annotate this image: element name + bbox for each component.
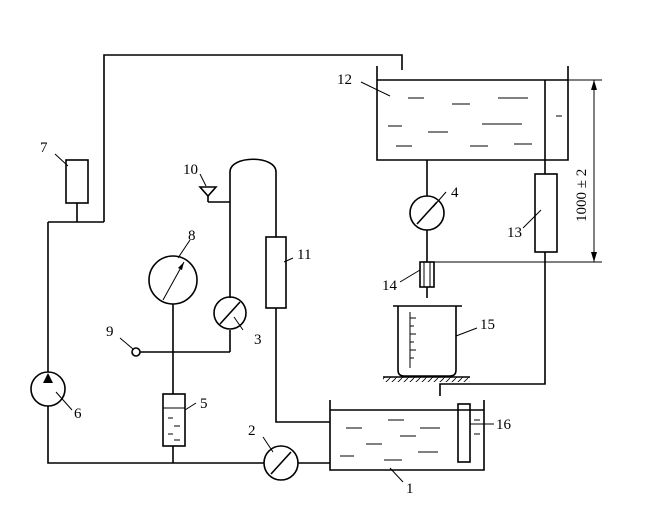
label-12: 12 (337, 72, 352, 88)
label-9: 9 (106, 324, 114, 340)
leader-lines (54, 81, 542, 483)
labels: 7 8 10 9 11 3 12 4 13 14 15 2 5 6 1 16 (40, 72, 522, 497)
label-10: 10 (183, 162, 198, 178)
label-6: 6 (74, 406, 82, 422)
plug-9 (131, 347, 141, 357)
label-13: 13 (507, 225, 522, 241)
upper-tank-wall (376, 66, 569, 161)
label-1: 1 (406, 481, 414, 497)
component-13 (534, 173, 558, 253)
pressure-gauge-8 (148, 255, 198, 305)
valve-2 (263, 445, 299, 481)
label-15: 15 (480, 317, 495, 333)
dimension-label: 1000 ± 2 (574, 169, 590, 222)
label-4: 4 (451, 185, 459, 201)
vent-valve-10 (198, 186, 218, 202)
pipe-u-loop (229, 158, 277, 173)
lower-tank (329, 400, 485, 471)
accumulator-5 (162, 393, 186, 447)
filter-7 (65, 159, 89, 204)
label-3: 3 (254, 332, 262, 348)
label-11: 11 (297, 247, 311, 263)
lower-tank-wall (329, 400, 485, 471)
pipe-bottom-left (47, 406, 264, 464)
nozzle-14 (419, 261, 435, 288)
component-11 (265, 236, 287, 309)
upper-tank-liquid (388, 97, 562, 147)
label-5: 5 (200, 396, 208, 412)
label-7: 7 (40, 140, 48, 156)
probe-16 (457, 403, 471, 463)
valve-4 (409, 195, 445, 231)
piping (47, 54, 546, 464)
height-dimension: 1000 ± 2 (434, 79, 602, 263)
pump-6 (30, 371, 66, 407)
pipe-top-supply (103, 54, 403, 222)
upper-tank (376, 66, 569, 161)
label-14: 14 (382, 278, 398, 294)
lower-tank-liquid (340, 419, 440, 461)
beaker-15 (383, 305, 470, 382)
pipe-overflow-lower (439, 252, 546, 396)
pipe-return-to-tank (275, 308, 330, 423)
label-2: 2 (248, 423, 256, 439)
label-16: 16 (496, 417, 512, 433)
valve-3 (213, 296, 247, 330)
label-8: 8 (188, 228, 196, 244)
